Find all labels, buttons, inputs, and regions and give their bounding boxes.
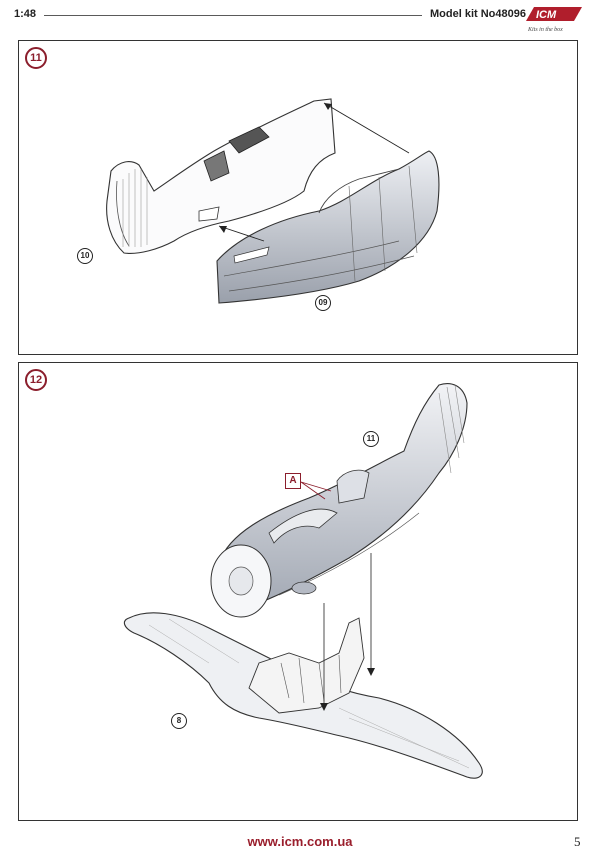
page-header: 1:48 Model kit No48096 ICM Kits in the b…	[0, 0, 600, 33]
step-12-drawing	[123, 383, 483, 779]
page-number: 5	[574, 834, 581, 849]
header-rule	[44, 15, 422, 16]
scale-label: 1:48	[14, 8, 37, 20]
footer-url[interactable]: www.icm.com.ua	[247, 834, 353, 849]
step-number-12: 12	[25, 369, 47, 391]
step-12-panel: 12 11 8 A	[18, 362, 578, 821]
step-11-drawing	[106, 98, 440, 304]
icm-logo: ICM Kits in the box	[526, 7, 582, 33]
step-11-panel: 11 10 09	[18, 40, 578, 355]
step-number-11: 11	[25, 47, 47, 69]
model-kit-number: Model kit No48096	[430, 8, 526, 20]
part-callout-09: 09	[315, 295, 331, 311]
part-callout-8: 8	[171, 713, 187, 729]
part-callout-10: 10	[77, 248, 93, 264]
svg-text:Kits in the box: Kits in the box	[527, 27, 563, 33]
part-callout-11: 11	[363, 431, 379, 447]
marker-a: A	[285, 473, 301, 489]
svg-text:ICM: ICM	[536, 9, 557, 21]
